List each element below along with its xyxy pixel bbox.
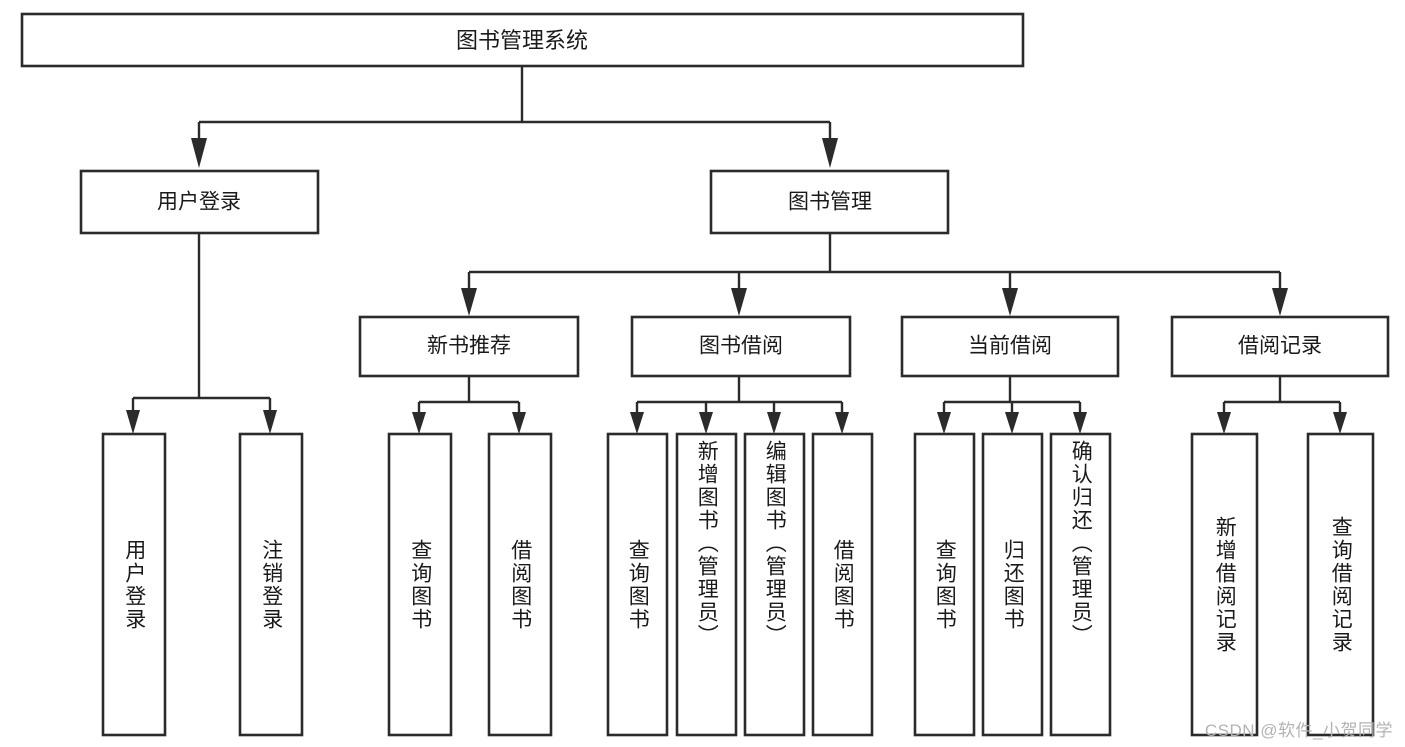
leaf-box-book-borrow-1[interactable] xyxy=(675,432,738,737)
node-book-management-box[interactable] xyxy=(709,169,950,235)
node-book-management[interactable]: 图书管理 xyxy=(709,169,950,235)
arrow-head-icon xyxy=(1002,288,1018,316)
node-root-label: 图书管理系统 xyxy=(456,28,588,53)
leaf-box-current-borrow-1[interactable] xyxy=(981,432,1044,737)
node-borrow-record-box[interactable] xyxy=(1170,315,1390,378)
node-root-box[interactable] xyxy=(20,12,1025,68)
node-user-login-label: 用户登录 xyxy=(157,191,241,214)
leaf-box-book-borrow-3[interactable] xyxy=(811,432,874,737)
arrow-head-icon xyxy=(731,288,747,316)
arrow-head-icon xyxy=(835,412,849,434)
node-book-borrow-label: 图书借阅 xyxy=(699,335,783,358)
arrow-head-icon xyxy=(263,410,277,434)
leaf-box-current-borrow-0[interactable] xyxy=(913,432,976,737)
arrow-head-icon xyxy=(461,288,477,316)
arrow-head-icon xyxy=(1333,412,1347,434)
leaf-box-user-login-0[interactable] xyxy=(101,432,167,737)
leaf-box-user-login-1[interactable] xyxy=(238,432,304,737)
node-book-borrow-box[interactable] xyxy=(630,315,852,378)
leaf-box-book-borrow-0[interactable] xyxy=(606,432,669,737)
arrow-head-icon xyxy=(412,412,426,434)
node-current-borrow[interactable]: 当前借阅 xyxy=(900,315,1120,378)
leaf-box-new-book-1[interactable] xyxy=(487,432,553,737)
arrow-head-icon xyxy=(822,138,838,168)
connector-borrowrecord-to-leaves xyxy=(1217,377,1347,434)
arrow-head-icon xyxy=(699,412,713,434)
connector-root-to-level2 xyxy=(191,66,838,168)
connector-bookborrow-to-leaves xyxy=(630,377,849,434)
leaf-box-book-borrow-2[interactable] xyxy=(743,432,806,737)
arrow-head-icon xyxy=(630,412,644,434)
arrow-head-icon xyxy=(191,138,207,168)
arrow-head-icon xyxy=(767,412,781,434)
node-current-borrow-label: 当前借阅 xyxy=(968,335,1052,358)
arrow-head-icon xyxy=(1073,412,1087,434)
connector-userlogin-to-leaves xyxy=(126,234,277,434)
node-book-borrow[interactable]: 图书借阅 xyxy=(630,315,852,378)
arrow-head-icon xyxy=(126,410,140,434)
node-user-login[interactable]: 用户登录 xyxy=(79,169,320,235)
leaf-box-new-book-0[interactable] xyxy=(387,432,453,737)
node-user-login-box[interactable] xyxy=(79,169,320,235)
leaf-box-borrow-record-1[interactable] xyxy=(1306,432,1375,737)
node-book-management-label: 图书管理 xyxy=(788,191,872,214)
node-new-book-recommend-box[interactable] xyxy=(358,315,580,378)
node-current-borrow-box[interactable] xyxy=(900,315,1120,378)
arrow-head-icon xyxy=(512,412,526,434)
connector-newbook-to-leaves xyxy=(412,377,526,434)
node-root[interactable]: 图书管理系统 xyxy=(20,12,1025,68)
arrow-head-icon xyxy=(1217,412,1231,434)
node-new-book-recommend-label: 新书推荐 xyxy=(427,335,511,358)
csdn-watermark: CSDN @软件_小贺同学 xyxy=(1204,721,1393,740)
node-borrow-record-label: 借阅记录 xyxy=(1238,335,1322,358)
arrow-head-icon xyxy=(937,412,951,434)
arrow-head-icon xyxy=(1272,288,1288,316)
connector-bookmgmt-to-level3 xyxy=(461,234,1288,316)
connector-currentborrow-to-leaves xyxy=(937,377,1087,434)
leaf-box-current-borrow-2[interactable] xyxy=(1049,432,1112,737)
arrow-head-icon xyxy=(1005,412,1019,434)
node-new-book-recommend[interactable]: 新书推荐 xyxy=(358,315,580,378)
leaf-box-borrow-record-0[interactable] xyxy=(1190,432,1259,737)
node-borrow-record[interactable]: 借阅记录 xyxy=(1170,315,1390,378)
